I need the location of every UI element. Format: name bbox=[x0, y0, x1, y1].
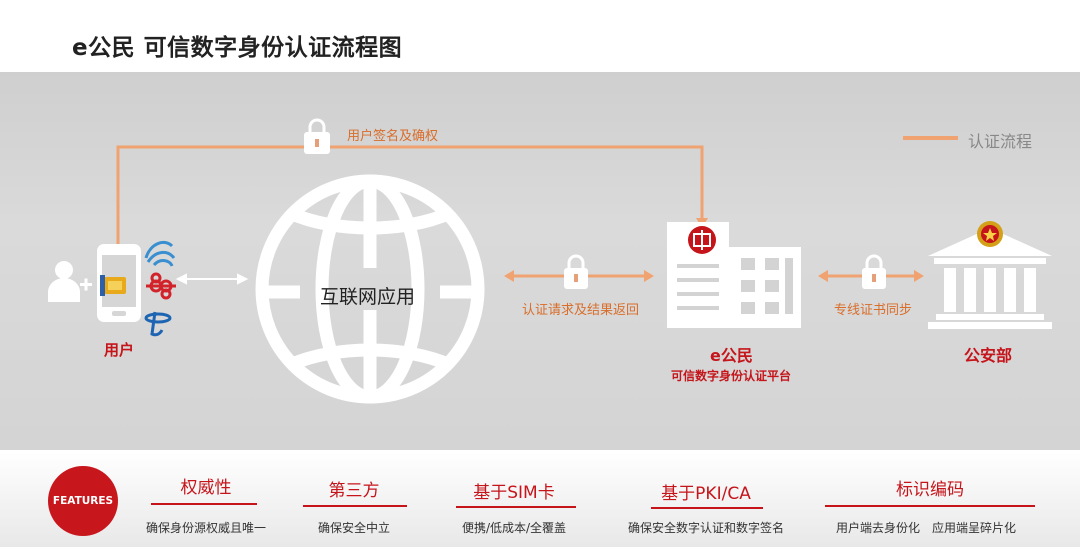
building-icon bbox=[667, 222, 801, 328]
edge-label-request: 认证请求及结果返回 bbox=[522, 303, 640, 318]
phone-icon bbox=[97, 244, 141, 322]
china-unicom-icon bbox=[146, 272, 176, 300]
citic-logo-icon bbox=[688, 226, 716, 254]
china-mobile-icon bbox=[144, 241, 176, 267]
lock-icon bbox=[304, 118, 330, 154]
add-user-icon bbox=[48, 261, 92, 302]
feature-divider bbox=[651, 507, 763, 509]
legend-label: 认证流程 bbox=[968, 132, 1033, 151]
feature-divider bbox=[151, 503, 257, 505]
feature-title: 第三方 bbox=[328, 481, 380, 501]
edge-label-sign: 用户签名及确权 bbox=[347, 129, 439, 144]
node-platform-name: e公民 bbox=[710, 346, 753, 365]
feature-title: 基于SIM卡 bbox=[473, 483, 555, 503]
page-title: e公民 可信数字身份认证流程图 bbox=[72, 35, 403, 61]
globe-icon bbox=[255, 174, 485, 404]
feature-divider bbox=[456, 506, 576, 508]
feature-desc: 用户端去身份化 应用端呈碎片化 bbox=[835, 521, 1017, 535]
node-police: 公安部 bbox=[964, 346, 1013, 365]
china-telecom-icon bbox=[144, 311, 172, 337]
diagram-area bbox=[0, 72, 1080, 450]
node-platform-desc: 可信数字身份认证平台 bbox=[671, 369, 792, 383]
feature-title: 标识编码 bbox=[896, 480, 964, 500]
double-arrow-icon bbox=[175, 273, 249, 285]
features-badge: FEATURES bbox=[48, 466, 118, 536]
node-user: 用户 bbox=[104, 341, 135, 359]
police-emblem-icon bbox=[977, 221, 1003, 247]
sign-flow-line bbox=[116, 145, 704, 278]
feature-desc: 确保安全中立 bbox=[317, 521, 391, 535]
feature-desc: 确保身份源权威且唯一 bbox=[145, 521, 267, 535]
feature-divider bbox=[825, 505, 1035, 507]
feature-title: 基于PKI/CA bbox=[661, 484, 751, 504]
feature-divider bbox=[303, 505, 407, 507]
request-lock-icon bbox=[564, 254, 588, 289]
feature-desc: 确保安全数字认证和数字签名 bbox=[627, 521, 785, 535]
diagram-canvas bbox=[48, 118, 1003, 404]
node-internet: 互联网应用 bbox=[320, 286, 416, 308]
features-bar bbox=[0, 452, 1080, 547]
header: e公民 可信数字身份认证流程图 bbox=[0, 0, 1080, 72]
feature-desc: 便携/低成本/全覆盖 bbox=[461, 521, 567, 535]
sync-lock-icon bbox=[862, 254, 886, 289]
feature-title: 权威性 bbox=[180, 478, 232, 498]
edge-label-sync: 专线证书同步 bbox=[834, 303, 913, 318]
